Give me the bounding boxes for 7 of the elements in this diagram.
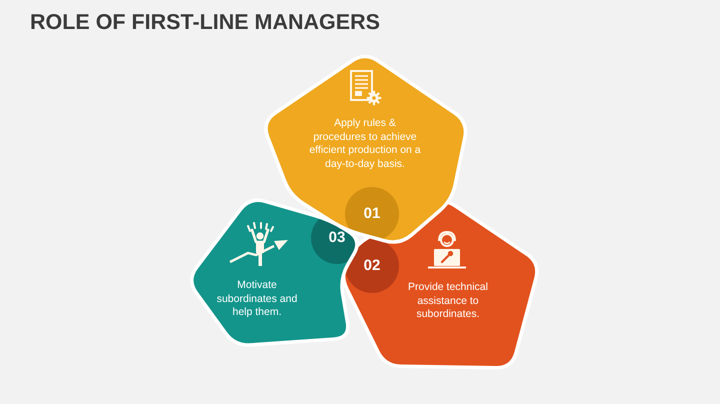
page-title: ROLE OF FIRST-LINE MANAGERS — [30, 10, 380, 35]
step-description: Provide technical assistance to subordinates. — [407, 281, 489, 322]
step-description: Apply rules & procedures to achieve efficient production on a day-to-day basis. — [308, 117, 422, 171]
step-description: Motivate subordinates and help them. — [216, 279, 298, 320]
step-number: 03 — [328, 229, 346, 247]
step-number: 01 — [362, 205, 382, 223]
step-number: 02 — [362, 257, 382, 275]
